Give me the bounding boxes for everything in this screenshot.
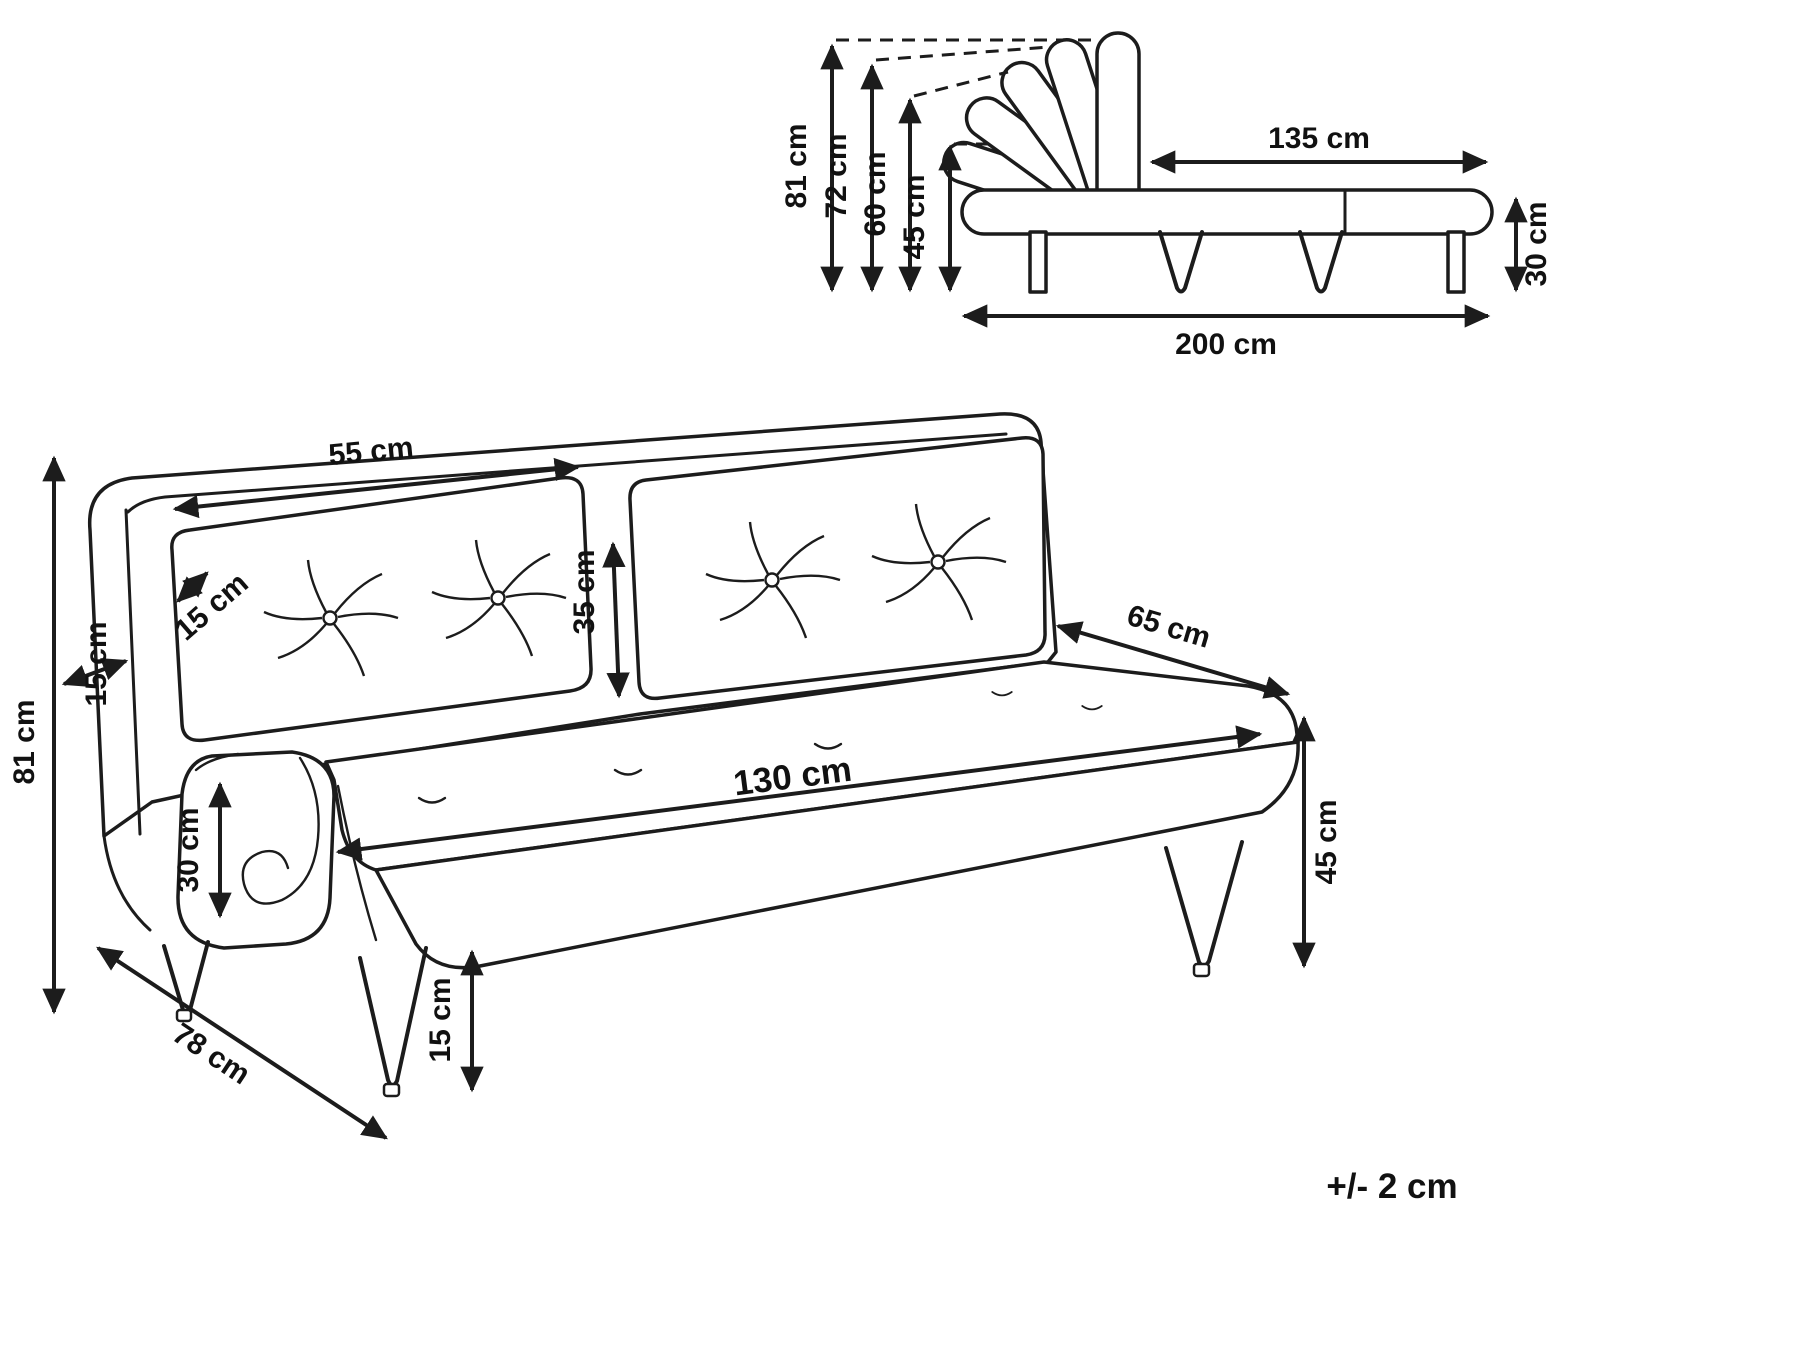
dim-backrest-mid-label: 72 cm xyxy=(820,133,853,218)
back-frame-top-inner-edge xyxy=(126,432,1008,514)
dim-backrest-high-label: 81 cm xyxy=(780,123,813,208)
dim-overall-depth-line xyxy=(96,946,388,1140)
dim-backrest-thickness-line xyxy=(61,658,129,687)
dim-leg-height-label: 15 cm xyxy=(424,977,457,1062)
dim-bed-length-label: 135 cm xyxy=(1268,122,1370,155)
dim-backrest-thickness-label: 15 cm xyxy=(80,621,113,706)
side-leg-1 xyxy=(1028,230,1048,294)
side-leg-3 xyxy=(1298,230,1344,294)
dim-cushion-height-line xyxy=(602,541,630,699)
back-frame-side-inner-edge xyxy=(124,508,142,836)
dim-backrest-low-label: 60 cm xyxy=(859,151,892,236)
bed-platform xyxy=(960,188,1494,236)
front-middle-leg-foot xyxy=(382,1082,401,1098)
tolerance-note: +/- 2 cm xyxy=(1326,1167,1457,1206)
dim-overall-height-label: 81 cm xyxy=(8,699,41,784)
front-left-leg xyxy=(162,940,210,1016)
roll-spiral xyxy=(241,756,320,905)
side-leg-4 xyxy=(1446,230,1466,294)
right-back-cushion xyxy=(628,436,1047,701)
dim-cushion-width-line xyxy=(172,457,581,519)
dim-seat-depth-line xyxy=(1055,621,1291,699)
backrest-bar-upright xyxy=(1095,31,1141,217)
dim-backrest-flat-label: 45 cm xyxy=(898,174,931,259)
dim-overall-depth-label: 78 cm xyxy=(167,1017,256,1091)
projection-line-mid xyxy=(875,45,1051,62)
dim-cushion-height-label: 35 cm xyxy=(568,549,601,634)
right-leg-foot xyxy=(1192,962,1211,978)
sofa-side-view: 81 cm 72 cm 60 cm 45 cm 135 cm 30 cm 200… xyxy=(780,31,1553,361)
dim-seat-depth-label: 65 cm xyxy=(1123,599,1214,655)
roll-edge xyxy=(194,752,240,772)
dim-base-height-label: 30 cm xyxy=(1520,201,1553,286)
left-side-lower-edge xyxy=(102,834,152,932)
front-middle-leg xyxy=(358,946,428,1088)
projection-line-low xyxy=(913,70,1009,98)
dim-seat-width-line xyxy=(335,725,1263,861)
dim-cushion-width-label: 55 cm xyxy=(327,431,415,472)
dim-overall-length-label: 200 cm xyxy=(1175,328,1277,361)
right-leg xyxy=(1164,840,1244,968)
dim-cushion-thickness-line xyxy=(176,571,209,603)
sofa-front-view: 55 cm 35 cm 15 cm 15 cm 81 cm 65 cm 130 … xyxy=(8,412,1343,1140)
side-leg-2 xyxy=(1158,230,1204,294)
dim-armrest-roll-label: 30 cm xyxy=(172,807,205,892)
dim-seat-height-label: 45 cm xyxy=(1310,799,1343,884)
